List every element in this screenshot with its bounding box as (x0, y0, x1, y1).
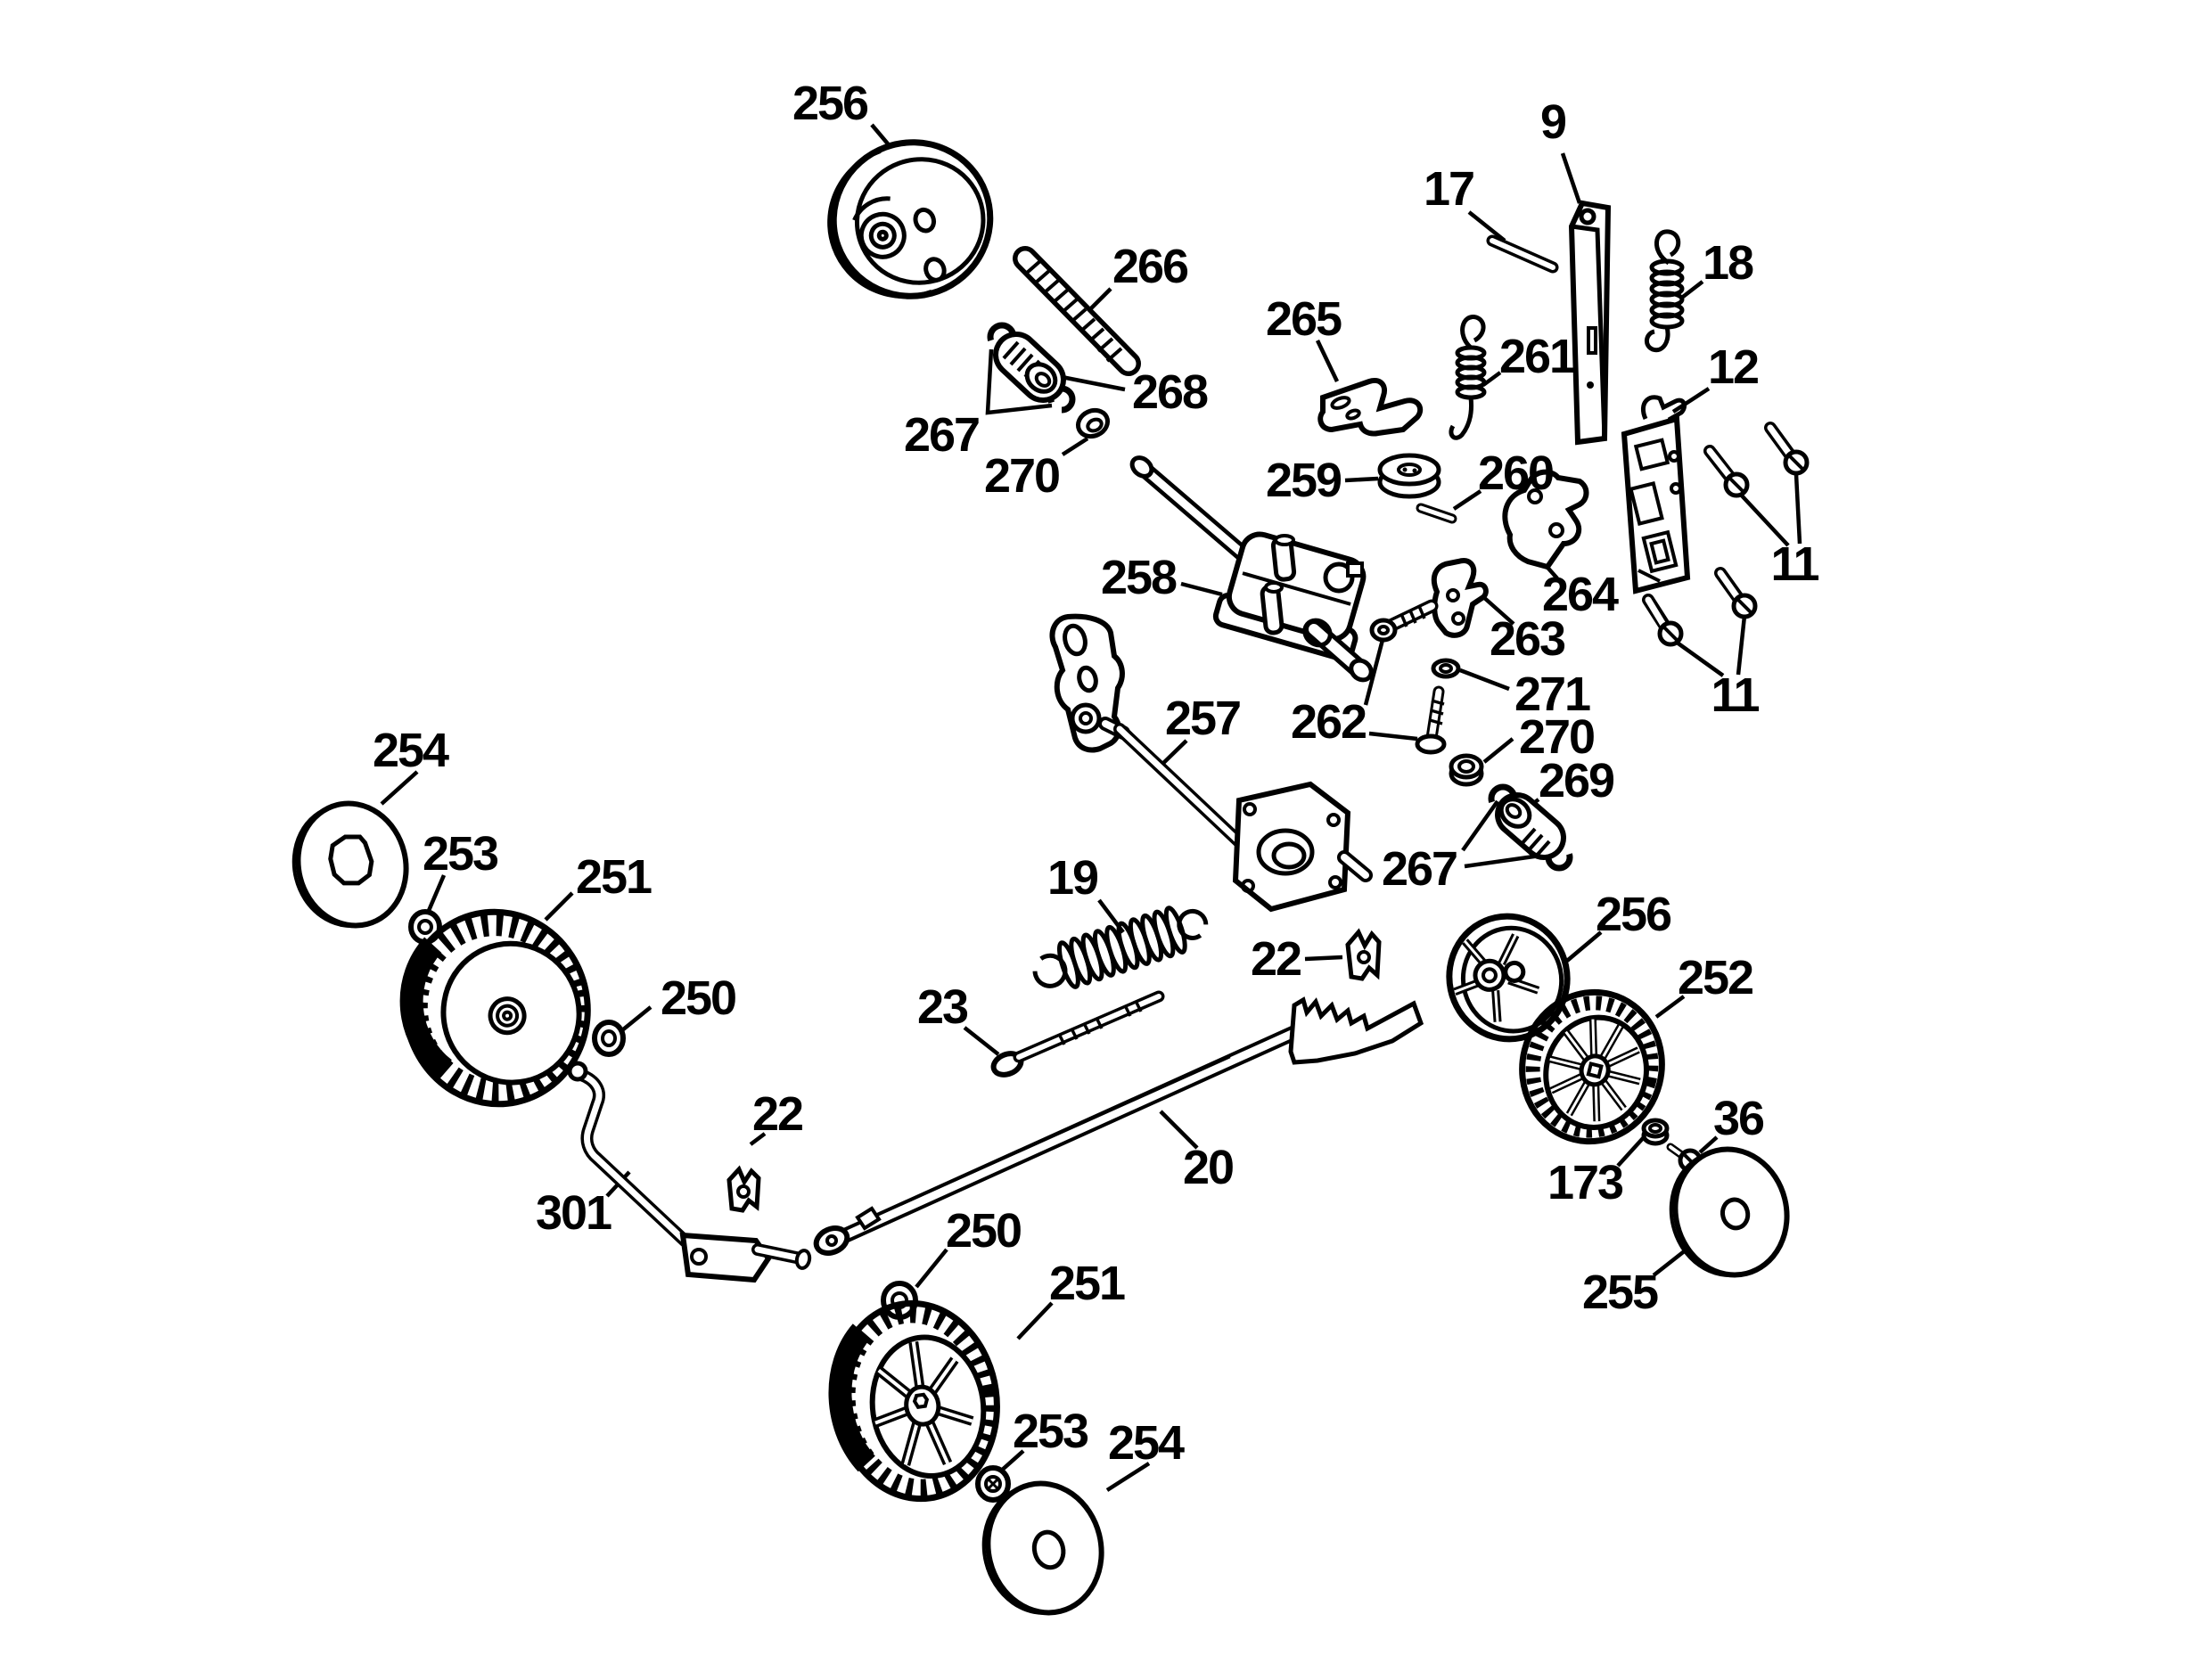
spring-right (1645, 229, 1685, 353)
clip-left (726, 1165, 761, 1213)
callout-11-lower: 11 (1711, 668, 1760, 722)
pulley-wheel-right (1446, 913, 1571, 1043)
callout-267-top: 267 (903, 408, 981, 462)
callout-250-bottom: 250 (945, 1204, 1022, 1258)
washer-top (1075, 407, 1111, 439)
callout-262: 262 (1290, 695, 1367, 749)
pinion-gear-top (993, 332, 1066, 403)
clip-right (1345, 928, 1382, 981)
support-bar (1568, 200, 1612, 446)
wheel-right (1519, 988, 1665, 1145)
drive-rod (1049, 613, 1373, 913)
callout-268: 268 (1131, 365, 1209, 419)
gearbox (1212, 531, 1374, 683)
adjuster-rod (567, 1061, 812, 1283)
callout-270-bottom: 270 (1518, 710, 1596, 764)
callout-258: 258 (1100, 551, 1178, 604)
callout-9: 9 (1539, 95, 1567, 149)
screw-icon (1764, 422, 1810, 476)
callout-253-bottom: 253 (1012, 1405, 1089, 1458)
callout-36: 36 (1712, 1092, 1765, 1145)
callout-254-left: 254 (372, 724, 449, 777)
cover-disc-right (1669, 1146, 1790, 1278)
switch-plate (1621, 395, 1691, 594)
worm-shaft (1013, 246, 1141, 376)
extension-spring (1032, 906, 1209, 989)
screw-icon (1642, 594, 1684, 647)
callout-261: 261 (1498, 330, 1576, 383)
callout-253-left: 253 (422, 827, 499, 881)
screw-icon (1714, 567, 1758, 619)
spring-center (1449, 315, 1487, 440)
callout-260: 260 (1477, 447, 1555, 500)
roll-pin (1416, 503, 1457, 524)
pinion-gear-bottom (1495, 792, 1566, 860)
cable-pulley (1377, 453, 1441, 499)
callout-255: 255 (1581, 1266, 1659, 1319)
nut-flanged (1641, 1118, 1670, 1146)
callout-269: 269 (1538, 754, 1615, 807)
idler-bracket (1502, 469, 1589, 570)
callout-17: 17 (1423, 162, 1475, 216)
cover-disc-top (827, 139, 994, 299)
callout-251-bottom: 251 (1048, 1257, 1126, 1310)
bolt-icon (1369, 599, 1439, 643)
pivot-bracket (1431, 558, 1489, 638)
callout-19: 19 (1047, 851, 1099, 905)
callout-251-left: 251 (575, 850, 653, 904)
callout-20: 20 (1182, 1141, 1235, 1194)
screw-icon (1703, 445, 1750, 498)
flat-washer (1431, 658, 1461, 679)
callout-254-bottom: 254 (1107, 1416, 1185, 1470)
callout-256-top: 256 (792, 77, 869, 130)
callout-252: 252 (1677, 951, 1754, 1004)
callout-18: 18 (1702, 236, 1754, 290)
callout-267-bottom: 267 (1381, 842, 1458, 896)
callout-250-left: 250 (660, 971, 737, 1025)
wheel-left (399, 908, 591, 1108)
callout-271: 271 (1514, 668, 1591, 721)
bolt-icon (1415, 685, 1447, 755)
lock-nut (1449, 753, 1484, 787)
wheel-bottom (828, 1299, 1000, 1503)
height-adjuster-shaft (813, 996, 1424, 1256)
callout-259: 259 (1265, 454, 1342, 507)
bracket-clip (1317, 378, 1424, 437)
callout-257: 257 (1164, 692, 1242, 745)
hub-cap-left (291, 800, 409, 929)
callout-11-upper: 11 (1770, 537, 1819, 591)
washer-bottom-outer (975, 1465, 1011, 1503)
screws (1642, 422, 1810, 647)
callout-270-top: 270 (983, 449, 1061, 503)
callout-256-right: 256 (1595, 888, 1672, 941)
callout-264: 264 (1541, 568, 1619, 621)
callout-12: 12 (1707, 340, 1760, 394)
callout-173: 173 (1547, 1156, 1624, 1209)
callout-265: 265 (1265, 292, 1342, 346)
washer-left-inner (592, 1020, 626, 1057)
detent-rod (990, 990, 1165, 1078)
callout-263: 263 (1489, 612, 1566, 666)
callout-22-left: 22 (751, 1087, 804, 1141)
callout-22-right: 22 (1250, 932, 1302, 986)
hub-cap-bottom (981, 1480, 1104, 1616)
callout-301: 301 (535, 1186, 612, 1240)
pin (1486, 234, 1559, 274)
callout-23: 23 (916, 980, 969, 1034)
callout-266: 266 (1112, 240, 1189, 293)
